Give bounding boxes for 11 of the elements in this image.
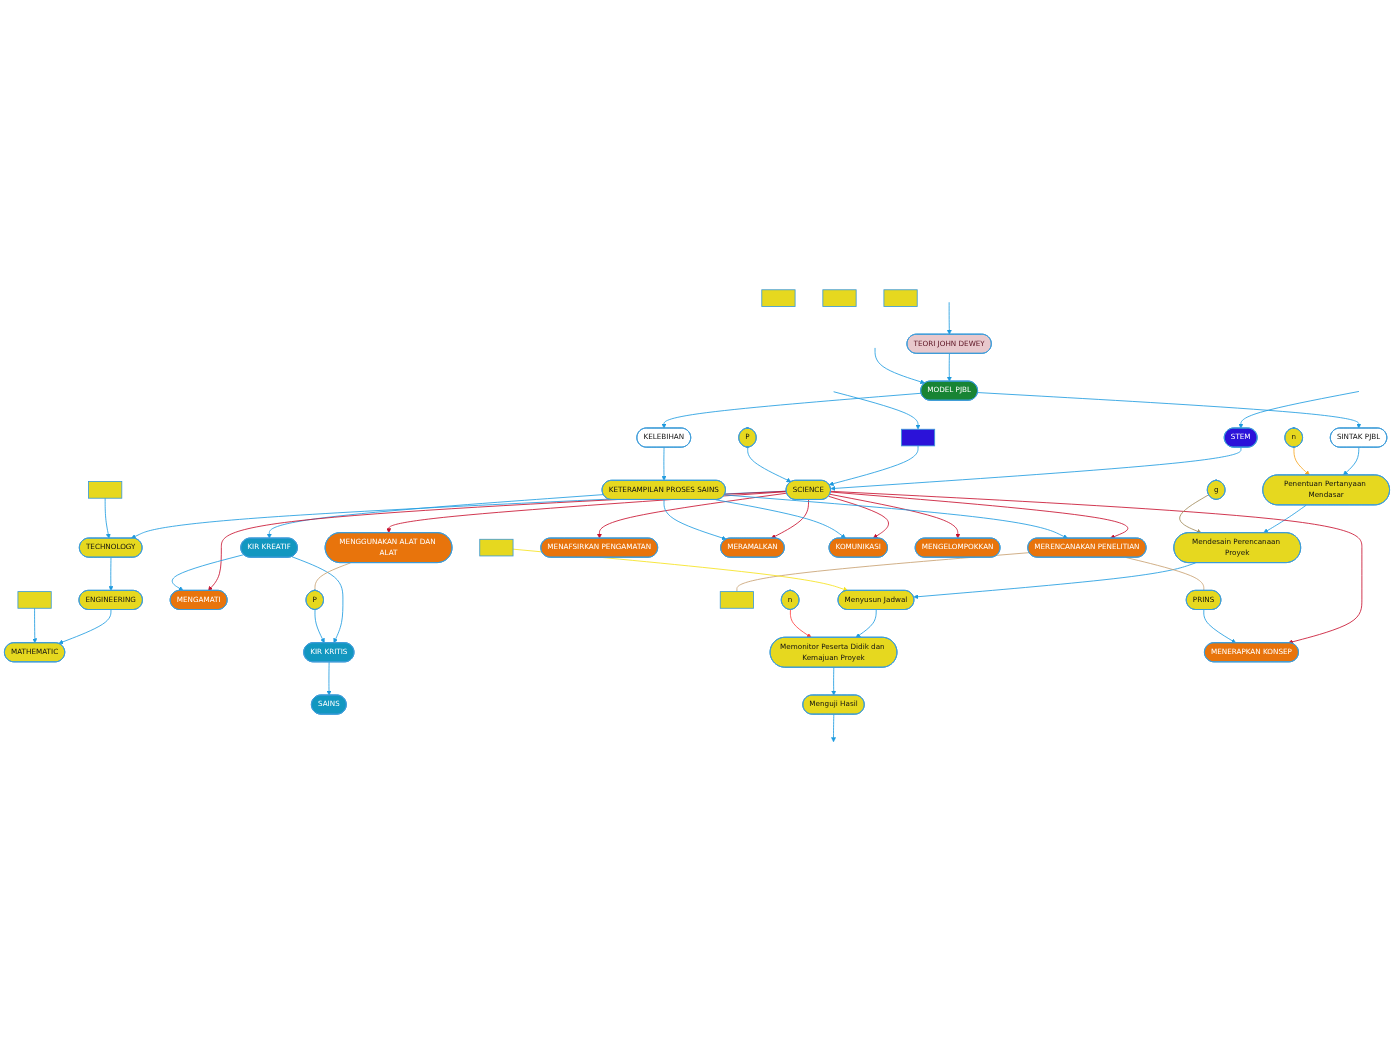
node-box [719,591,754,609]
connector [314,562,351,592]
node-box [17,591,52,609]
node-box [479,538,514,557]
node-box [88,481,123,499]
connector [736,552,1030,593]
connector [1125,557,1205,592]
node-box [822,289,857,307]
node-box [761,289,796,307]
node-box [900,428,936,447]
node-box [883,289,918,307]
